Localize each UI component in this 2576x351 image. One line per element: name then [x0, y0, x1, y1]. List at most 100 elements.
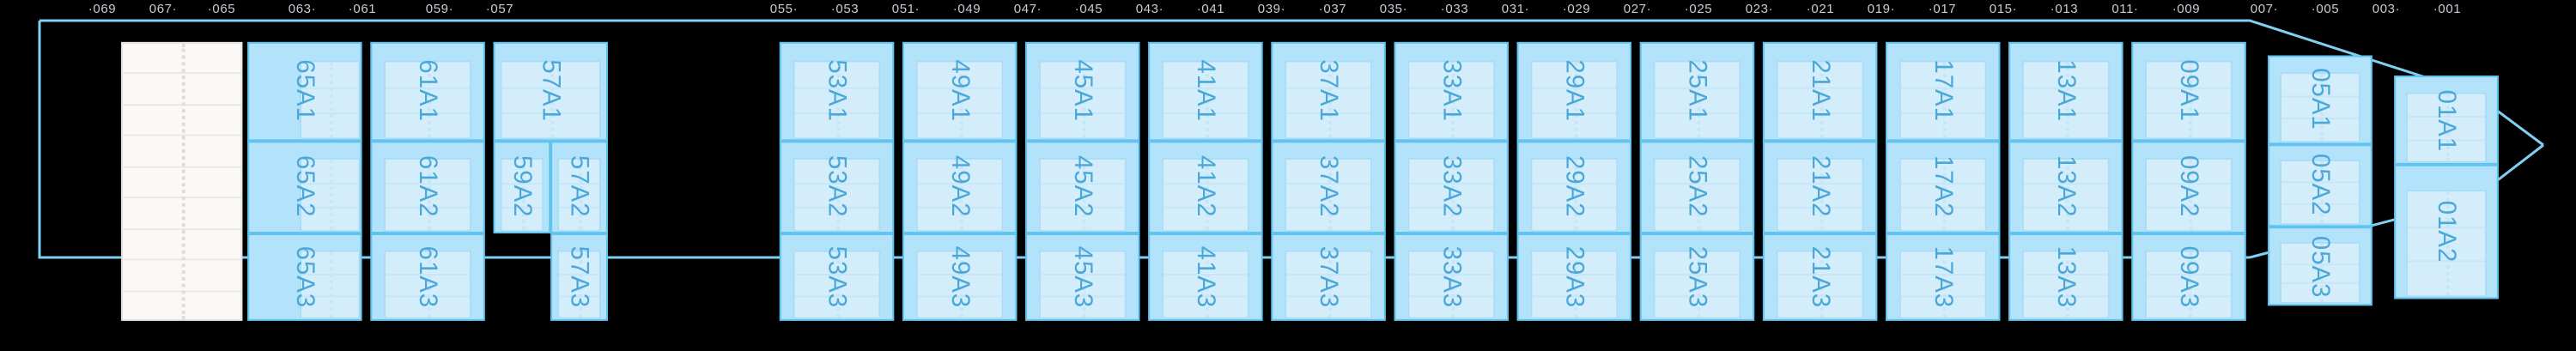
cell-divider-line	[1531, 87, 1617, 89]
bay-cell-17A3[interactable]: 17A3	[1886, 233, 2001, 321]
cell-divider-line	[1531, 273, 1617, 275]
bay-cell-57A3[interactable]: 57A3	[550, 233, 608, 321]
bay-cell-61A3[interactable]: 61A3	[370, 233, 485, 321]
bay-cell-41A1[interactable]: 41A1	[1148, 41, 1263, 142]
bay-cell-label-05A3: 05A3	[2306, 234, 2335, 298]
bay-cell-label-17A1: 17A1	[1929, 60, 1958, 123]
bay-cell-45A3[interactable]: 45A3	[1025, 233, 1140, 321]
bay-cell-25A3[interactable]: 25A3	[1639, 233, 1755, 321]
bay-cell-49A2[interactable]: 49A2	[902, 141, 1018, 233]
bay-cell-65A1[interactable]: 65A1	[247, 41, 362, 142]
bay-cell-45A1[interactable]: 45A1	[1025, 41, 1140, 142]
bay-cell-label-37A2: 37A2	[1314, 155, 1343, 219]
bay-cell-inner-33A3	[1406, 250, 1496, 319]
cell-center-dotted-line	[1820, 160, 1824, 230]
bay-cell-53A3[interactable]: 53A3	[779, 233, 895, 321]
engine-room-row	[123, 44, 241, 75]
bay-cell-21A2[interactable]: 21A2	[1762, 141, 1878, 233]
bay-cell-41A3[interactable]: 41A3	[1148, 233, 1263, 321]
bay-cell-33A2[interactable]: 33A2	[1394, 141, 1509, 233]
bay-cell-17A2[interactable]: 17A2	[1886, 141, 2001, 233]
bay-cell-inner-53A3	[793, 250, 881, 319]
bay-cell-09A2[interactable]: 09A2	[2131, 141, 2246, 233]
engine-room-block[interactable]	[121, 41, 243, 321]
bay-cell-inner-05A2	[2280, 160, 2360, 226]
bay-cell-49A1[interactable]: 49A1	[902, 41, 1018, 142]
bay-cell-01A2[interactable]: 01A2	[2394, 165, 2499, 300]
cell-divider-line	[794, 294, 879, 297]
bay-cell-33A3[interactable]: 33A3	[1394, 233, 1509, 321]
bay-cell-59A2[interactable]: 59A2	[493, 141, 551, 233]
bay-cell-01A1[interactable]: 01A1	[2394, 76, 2499, 166]
bay-cell-41A2[interactable]: 41A2	[1148, 141, 1263, 233]
bay-cell-65A3[interactable]: 65A3	[247, 233, 362, 321]
bay-cell-61A2[interactable]: 61A2	[370, 141, 485, 233]
bay-cell-05A2[interactable]: 05A2	[2268, 144, 2372, 227]
bay-cell-53A1[interactable]: 53A1	[779, 41, 895, 142]
bay-cell-37A1[interactable]: 37A1	[1271, 41, 1386, 142]
bay-cell-57A1[interactable]: 57A1	[493, 41, 608, 142]
bay-cell-13A1[interactable]: 13A1	[2008, 41, 2123, 142]
bay-cell-09A3[interactable]: 09A3	[2131, 233, 2246, 321]
bay-cell-label-05A2: 05A2	[2306, 154, 2335, 217]
cell-center-dotted-line	[2319, 74, 2324, 142]
bay-cell-21A3[interactable]: 21A3	[1762, 233, 1878, 321]
bay-cell-17A1[interactable]: 17A1	[1886, 41, 2001, 142]
bay-cell-label-45A2: 45A2	[1068, 155, 1097, 219]
ruler-tick-055: 055·	[769, 2, 799, 16]
bay-cell-label-59A2: 59A2	[507, 155, 537, 219]
bay-37A[interactable]: 37A1 37A2 37A3	[1271, 41, 1386, 321]
bay-cell-inner-61A2	[383, 158, 472, 232]
cell-divider-line	[794, 183, 879, 185]
bay-01A[interactable]: 01A1 01A2	[2394, 76, 2499, 300]
bay-05A[interactable]: 05A1 05A2 05A3	[2268, 55, 2372, 306]
bay-cell-29A1[interactable]: 29A1	[1516, 41, 1631, 142]
bay-cell-45A2[interactable]: 45A2	[1025, 141, 1140, 233]
bay-cell-inner-17A2	[1899, 158, 1988, 232]
bay-cell-13A2[interactable]: 13A2	[2008, 141, 2123, 233]
bay-cell-37A3[interactable]: 37A3	[1271, 233, 1386, 321]
bay-cell-33A1[interactable]: 33A1	[1394, 41, 1509, 142]
bay-cell-inner-57A1	[499, 60, 602, 140]
cell-center-dotted-line	[1820, 62, 1824, 138]
bay-cell-05A1[interactable]: 05A1	[2268, 55, 2372, 145]
cell-center-dotted-line	[330, 160, 334, 230]
bay-cell-49A3[interactable]: 49A3	[902, 233, 1018, 321]
bay-cell-37A2[interactable]: 37A2	[1271, 141, 1386, 233]
bay-cell-25A1[interactable]: 25A1	[1639, 41, 1755, 142]
bay-cell-inner-49A3	[915, 250, 1005, 319]
cell-divider-line	[1163, 87, 1249, 89]
bay-cell-13A3[interactable]: 13A3	[2008, 233, 2123, 321]
bay-cell-21A1[interactable]: 21A1	[1762, 41, 1878, 142]
bay-cell-61A1[interactable]: 61A1	[370, 41, 485, 142]
bay-cell-inner-37A3	[1284, 250, 1373, 319]
bay-cell-65A2[interactable]: 65A2	[247, 141, 362, 233]
bay-cell-label-01A2: 01A2	[2432, 200, 2461, 263]
bay-cell-05A3[interactable]: 05A3	[2268, 227, 2372, 306]
bay-cell-09A1[interactable]: 09A1	[2131, 41, 2246, 142]
engine-room-row	[123, 106, 241, 137]
bay-cell-53A2[interactable]: 53A2	[779, 141, 895, 233]
bay-cell-inner-49A1	[915, 60, 1005, 140]
bay-cell-29A3[interactable]: 29A3	[1516, 233, 1631, 321]
bay-cell-29A2[interactable]: 29A2	[1516, 141, 1631, 233]
bay-cell-57A2[interactable]: 57A2	[550, 141, 608, 233]
bay-cell-inner-13A2	[2021, 158, 2111, 232]
bay-cell-25A2[interactable]: 25A2	[1639, 141, 1755, 233]
bay-45A[interactable]: 45A1 45A2 45A3	[1025, 41, 1140, 321]
ruler-tick-057: ·057	[485, 2, 514, 16]
